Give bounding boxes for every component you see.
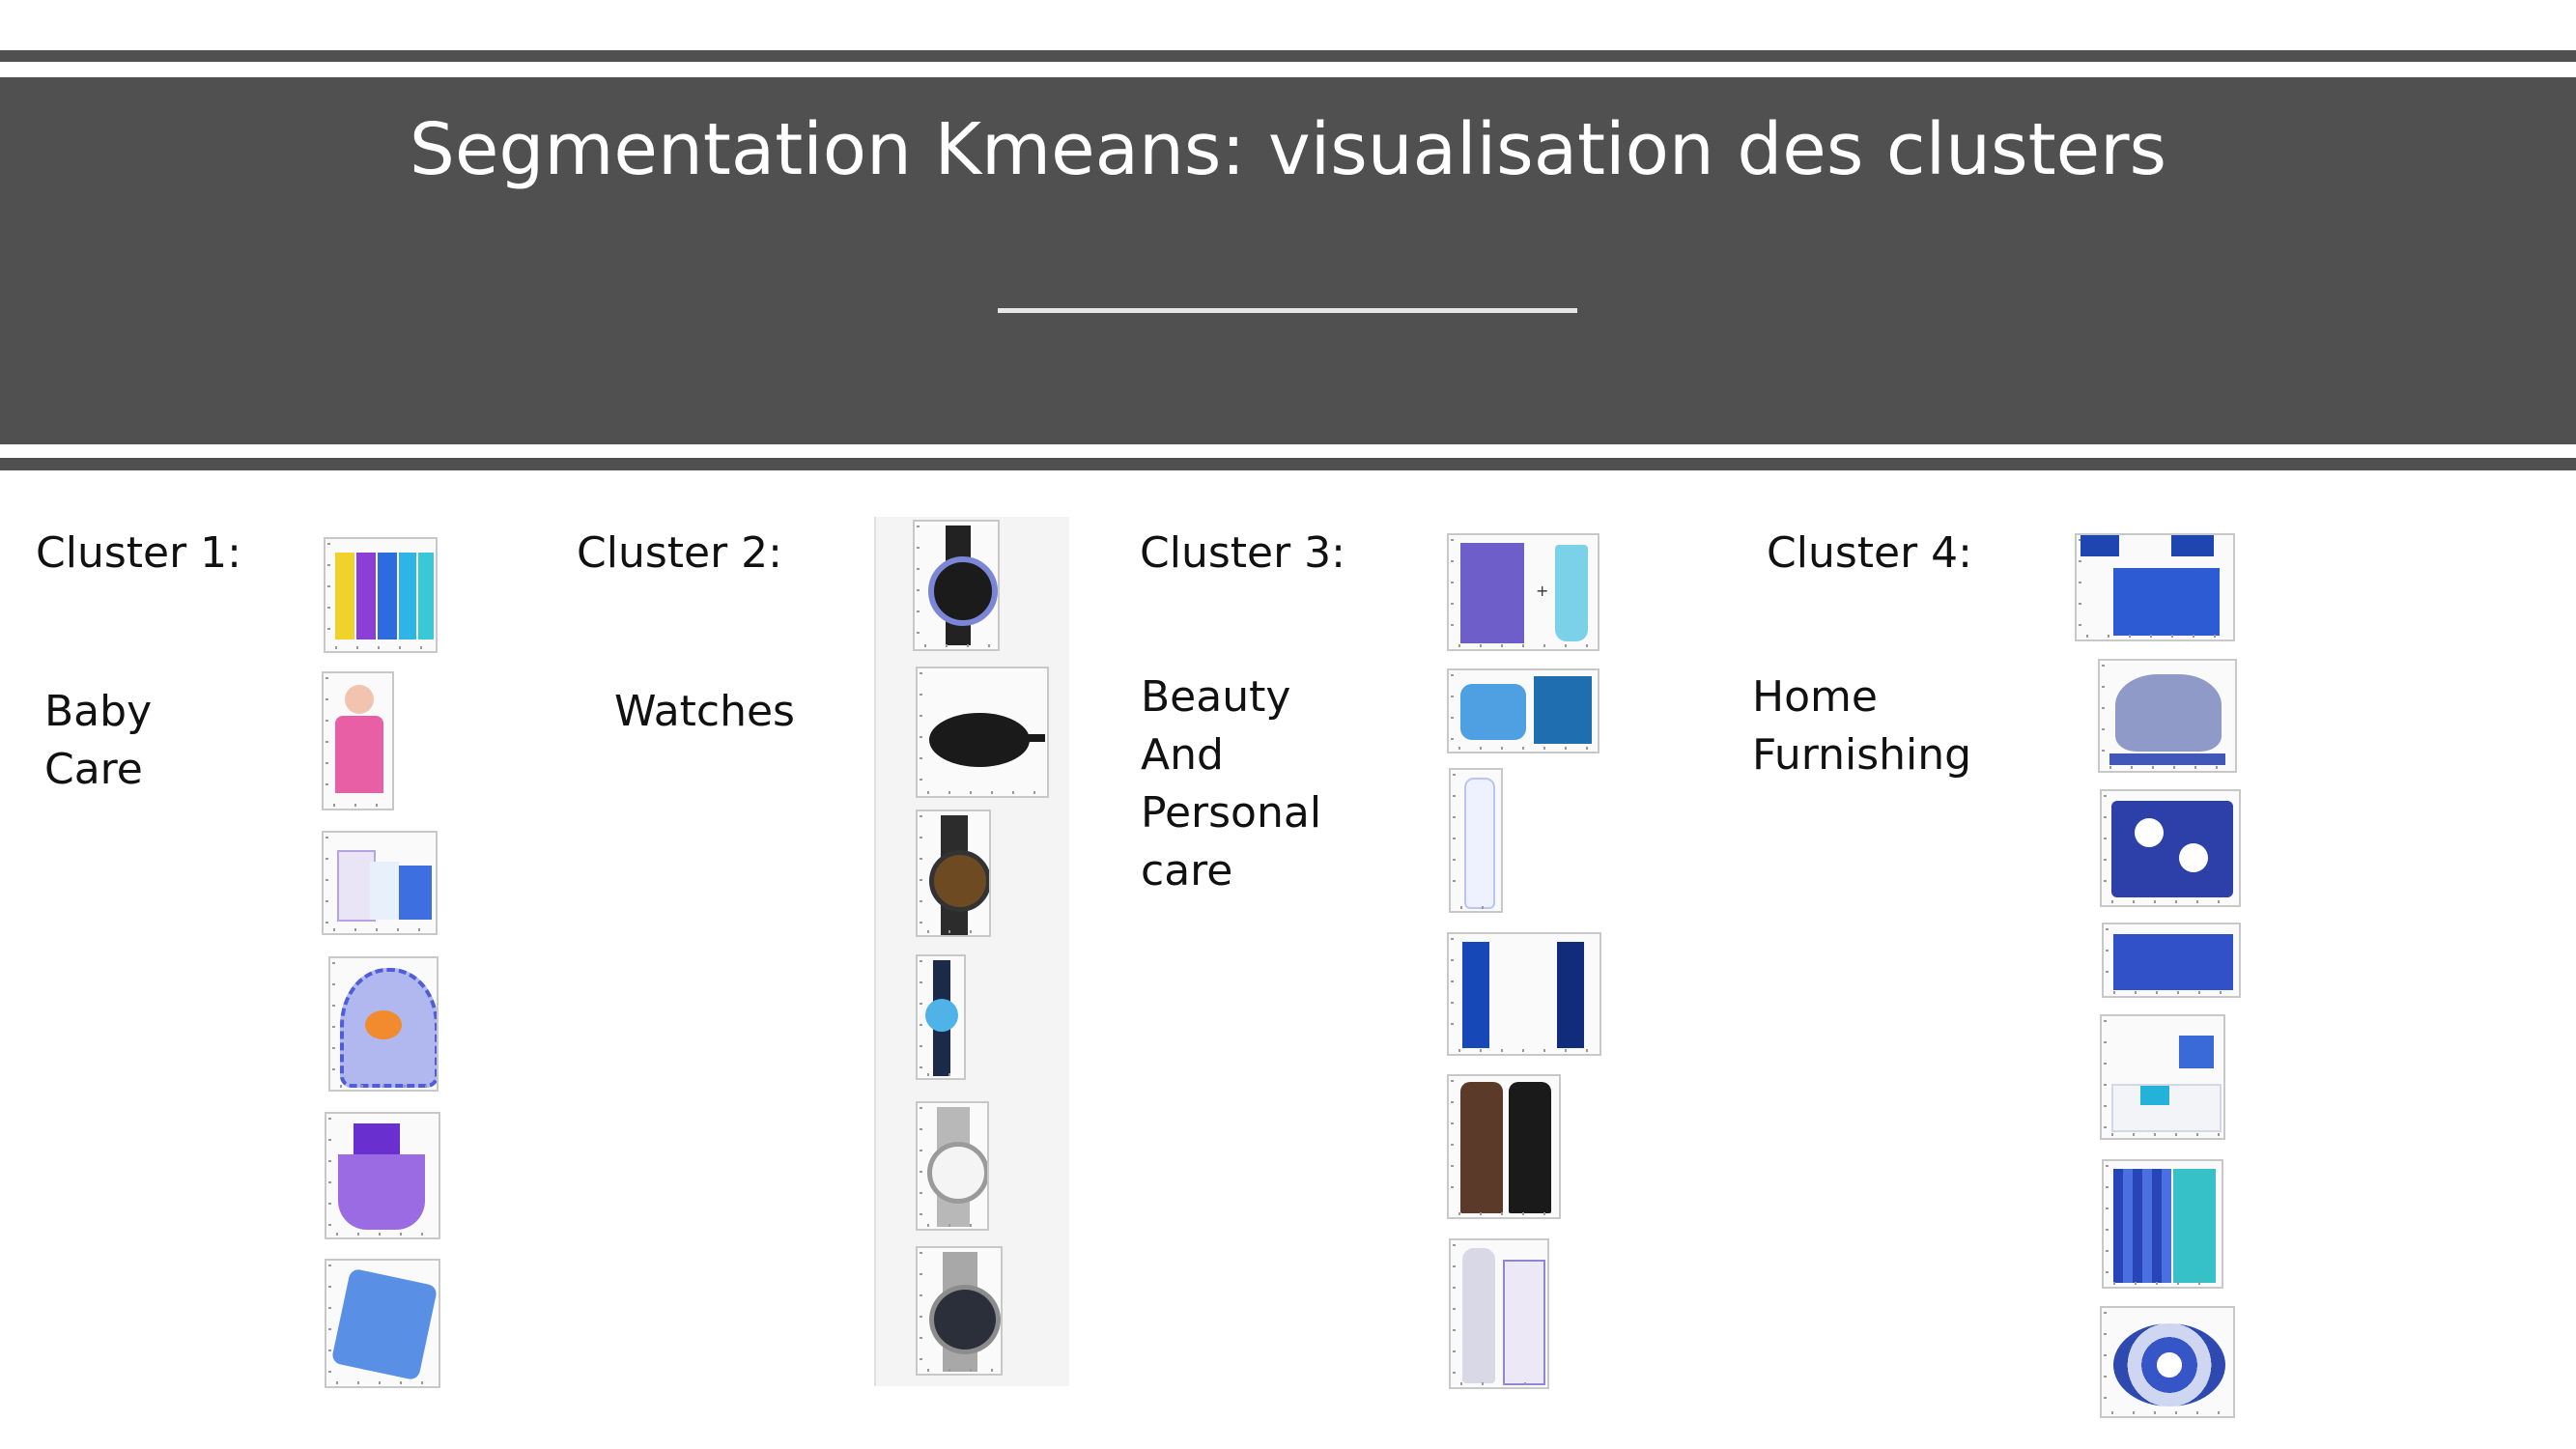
thumb-blue-curtain [2102,1159,2223,1289]
category-line: Watches [614,687,795,736]
thumb-purple-floral-dress [325,1112,440,1239]
category-line: And [1141,730,1224,780]
thumb-decorative-bowls [2100,1306,2235,1418]
thumb-kids-cap [328,956,439,1092]
category-line: Furnishing [1752,730,1972,780]
header-top-rule [0,50,2576,62]
cluster-3-category: Beauty And Personal care [1141,668,1321,900]
category-line: care [1141,846,1233,895]
cluster-4-category: Home Furnishing [1752,668,1971,784]
cluster-2-strip [874,517,1069,1386]
title-underline [998,308,1577,313]
title-banner [0,77,2576,444]
thumb-lotion-bottle [1449,768,1503,913]
thumb-shampoo-and-tube [1449,1238,1549,1389]
thumb-cream-jar-and-box [1447,668,1599,753]
thumb-sofa-cushion [2100,1014,2225,1140]
thumb-sport-watch [916,810,991,937]
thumb-deodorant-sprays [1447,932,1601,1056]
thumb-skincare-kit: + [1447,533,1599,651]
cluster-2-label: Cluster 2: [577,528,782,578]
thumb-elephant-figurine [2098,659,2237,773]
category-line: Beauty [1141,672,1291,722]
thumb-frying-pan [916,667,1049,798]
thumb-blue-watch [916,954,966,1080]
thumb-body-spray-cans [1447,1074,1561,1219]
thumb-blue-bedroom-set [2102,923,2241,998]
category-line: Personal [1141,788,1322,838]
thumb-silver-watch [916,1101,989,1231]
cluster-1-category: Baby Care [44,683,152,799]
thumb-floral-bedsheet [2100,789,2241,907]
cluster-2-category: Watches [614,683,795,741]
thumb-baby-bodysuits [322,831,438,935]
thumb-girl-pink-dress [322,671,394,810]
slide-title: Segmentation Kmeans: visualisation des c… [409,108,2167,191]
thumb-cushion-covers [2075,533,2235,641]
cluster-3-label: Cluster 3: [1140,528,1345,578]
category-line: Home [1752,672,1878,722]
thumb-baby-dresses-set [324,537,438,653]
thumb-round-wristwatch [913,520,1000,651]
category-line: Baby [44,687,153,736]
category-line: Care [44,745,143,794]
thumb-blue-baby-blanket [325,1259,440,1388]
thumb-chronograph-watch [916,1246,1003,1376]
header-bottom-rule [0,458,2576,470]
cluster-4-label: Cluster 4: [1767,528,1972,578]
cluster-1-label: Cluster 1: [36,528,241,578]
